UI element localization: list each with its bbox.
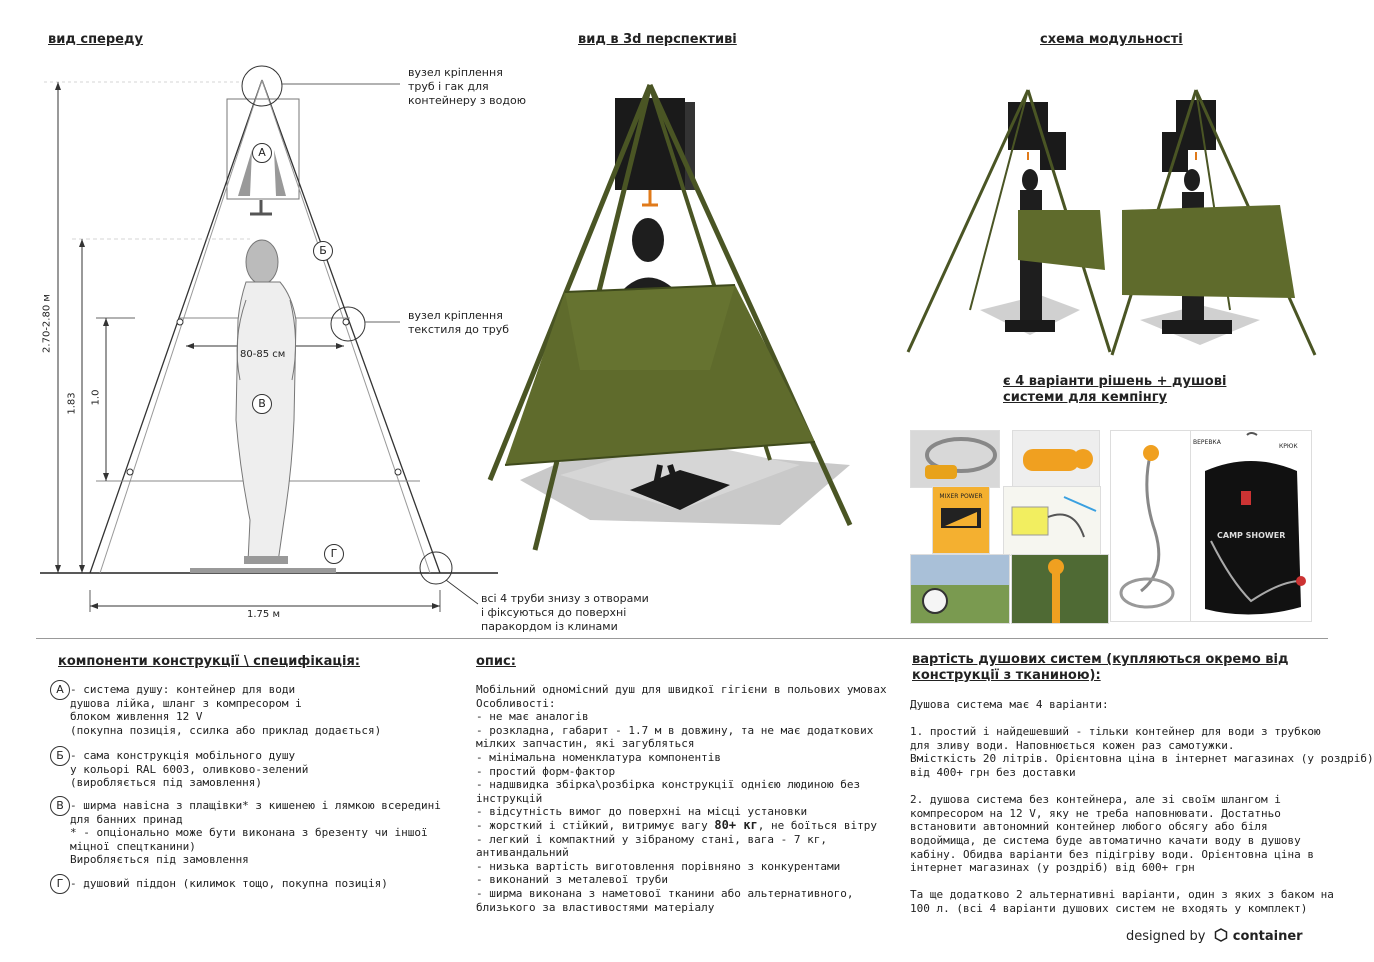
description-weight-bold: 80+ кг <box>714 817 758 832</box>
thumb-hose-diagram <box>1003 486 1101 556</box>
component-g-marker: Г <box>50 874 70 894</box>
dim-screen: 1.0 <box>90 389 102 406</box>
component-b-text: - сама конструкція мобільного душу у кол… <box>70 749 309 790</box>
thumb-hose-set <box>1110 430 1192 622</box>
bag-label-hook: КРЮК <box>1279 443 1298 450</box>
front-view-title: вид спереду <box>48 32 143 47</box>
component-a-marker: А <box>50 680 70 700</box>
signature: designed by container <box>1126 928 1303 944</box>
component-v-text: - ширма навісна з плащівки* з кишенею і … <box>70 799 441 867</box>
components-title: компоненти конструкції \ специфікація: <box>58 654 361 669</box>
thumb-mixer-power: MIXER POWER <box>932 486 990 554</box>
bag-label-rope: ВЕРЕВКА <box>1193 439 1221 446</box>
thumb-outdoor-2 <box>1011 554 1109 624</box>
dim-person: 1.83 <box>66 392 78 415</box>
dim-width: 80-85 см <box>240 349 286 360</box>
component-g-text: - душовий піддон (килимок тощо, покупна … <box>70 877 388 890</box>
mixer-text: MIXER POWER <box>939 493 983 500</box>
front-view-drawing <box>40 65 498 612</box>
component-v-marker: В <box>50 796 70 816</box>
note-bottom-pipes: всі 4 труби знизу з отворами і фіксуютьс… <box>481 592 649 633</box>
thumb-shower-head <box>1012 430 1100 488</box>
signature-brand: container <box>1232 929 1303 944</box>
thumb-camp-shower-bag: CAMP SHOWER ВЕРЕВКА КРЮК <box>1190 430 1312 622</box>
hexagon-logo-icon <box>1214 928 1227 942</box>
perspective-drawing <box>487 83 853 551</box>
component-a-text: - система душу: контейнер для води душов… <box>70 683 382 737</box>
description-text: Мобільний одномісний душ для швидкої гіг… <box>476 683 887 914</box>
description-text-after: , не боїться вітру - легкий і компактний… <box>476 818 877 914</box>
cost-title: вартість душових систем (купляються окре… <box>912 652 1289 683</box>
note-top-joint: вузел кріплення труб і гак для контейнер… <box>408 66 526 107</box>
marker-g: Г <box>324 544 344 564</box>
marker-v: В <box>252 394 272 414</box>
camping-title: є 4 варіанти рішень + душові системи для… <box>1003 374 1227 405</box>
thumb-hose-pump <box>910 430 1000 488</box>
bag-text: CAMP SHOWER <box>1217 531 1286 540</box>
dim-total: 2.70-2.80 м <box>41 294 53 353</box>
perspective-view-title: вид в 3d перспективі <box>578 32 737 47</box>
component-b-marker: Б <box>50 746 70 766</box>
dim-base: 1.75 м <box>247 609 280 620</box>
modularity-drawing <box>906 89 1317 356</box>
thumb-outdoor-1 <box>910 554 1010 624</box>
description-title: опис: <box>476 654 516 669</box>
description-text-before: Мобільний одномісний душ для швидкої гіг… <box>476 683 887 832</box>
section-divider <box>36 638 1328 639</box>
note-textile-joint: вузел кріплення текстиля до труб <box>408 309 510 336</box>
marker-a: А <box>252 143 272 163</box>
marker-b: Б <box>313 241 333 261</box>
modularity-title: схема модульності <box>1040 32 1183 47</box>
cost-text: Душова система має 4 варіанти: 1. прости… <box>910 698 1374 915</box>
signature-prefix: designed by <box>1126 929 1206 944</box>
